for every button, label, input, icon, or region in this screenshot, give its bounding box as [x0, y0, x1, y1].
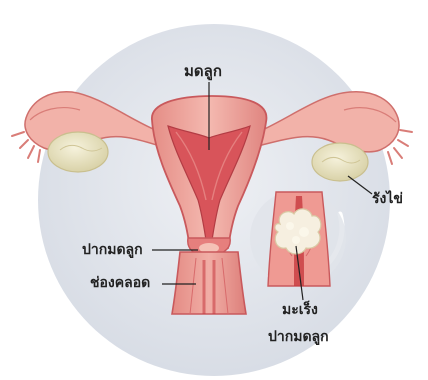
left-ovary: [48, 132, 108, 172]
cancer-label-line2: ปากมดลูก: [268, 330, 329, 344]
cancer-label-line1: มะเร็ง: [282, 303, 318, 317]
uterus-label: มดลูก: [184, 64, 222, 79]
ovary-label: รังไข่: [372, 192, 403, 206]
right-ovary: [312, 143, 368, 181]
tumor: [275, 209, 321, 254]
vagina-label: ช่องคลอด: [90, 276, 150, 290]
vagina: [172, 252, 246, 314]
cervix-label: ปากมดลูก: [82, 243, 143, 257]
